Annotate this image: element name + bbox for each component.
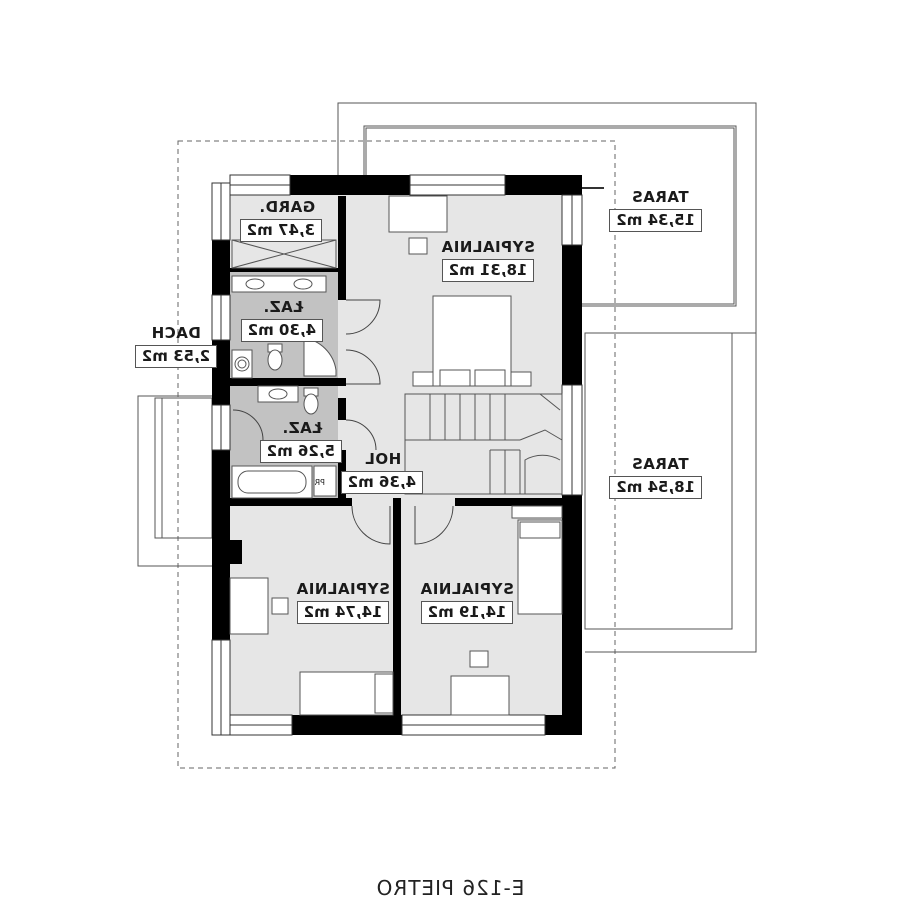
room-label-sypialnia-2: SYPIALNIA 14,74 m2 — [288, 580, 398, 624]
terrace-lower — [584, 332, 757, 653]
room-label-taras-2: TARAS 18,54 m2 — [609, 455, 702, 499]
room-name: SYPIALNIA — [420, 580, 514, 598]
room-name: HOL — [364, 450, 402, 468]
room-name: TARAS — [631, 188, 689, 206]
room-label-laz1: ŁAZ. 4,30 m2 — [240, 298, 323, 342]
room-area: 14,74 m2 — [296, 601, 390, 624]
roof-outline — [177, 140, 616, 769]
room-name: ŁAZ. — [263, 298, 303, 316]
bedroom2-furniture — [229, 577, 394, 716]
door-swings — [232, 299, 454, 545]
room-area: 4,36 m2 — [340, 471, 423, 494]
room-area: 14,19 m2 — [420, 601, 514, 624]
room-name: TARAS — [631, 455, 689, 473]
room-name: SYPIALNIA — [441, 238, 535, 256]
exterior-walls — [212, 175, 582, 735]
room-area: 15,34 m2 — [609, 209, 702, 232]
staircase — [404, 393, 563, 495]
washer-label: PR — [314, 478, 325, 487]
room-name: GARD. — [258, 198, 316, 216]
room-label-sypialnia-3: SYPIALNIA 14,19 m2 — [412, 580, 522, 624]
room-label-taras-1: TARAS 15,34 m2 — [609, 188, 702, 232]
room-label-gard: GARD. 3,47 m2 — [239, 198, 322, 242]
room-name: ŁAZ. — [282, 419, 322, 437]
bedroom1-furniture — [388, 195, 532, 387]
bathroom2-fixtures — [231, 385, 337, 499]
room-label-hol: HOL 4,36 m2 — [340, 450, 423, 494]
windows — [211, 174, 583, 736]
plan-title: E-126 PIETRO — [375, 876, 525, 900]
bathroom1-fixtures — [231, 275, 337, 379]
room-area: 3,47 m2 — [239, 219, 322, 242]
room-area: 18,31 m2 — [441, 259, 535, 282]
room-area: 2,53 m2 — [134, 345, 218, 368]
bay-roof — [137, 395, 213, 567]
room-label-dach: DACH 2,53 m2 — [134, 324, 218, 368]
room-area: 18,54 m2 — [609, 476, 702, 499]
room-label-laz2: ŁAZ. 5,26 m2 — [259, 419, 342, 463]
room-label-sypialnia-1: SYPIALNIA 18,31 m2 — [433, 238, 543, 282]
bedroom3-furniture — [450, 505, 563, 716]
room-area: 4,30 m2 — [240, 319, 323, 342]
room-name: SYPIALNIA — [296, 580, 390, 598]
room-name: DACH — [151, 324, 201, 342]
room-area: 5,26 m2 — [259, 440, 342, 463]
